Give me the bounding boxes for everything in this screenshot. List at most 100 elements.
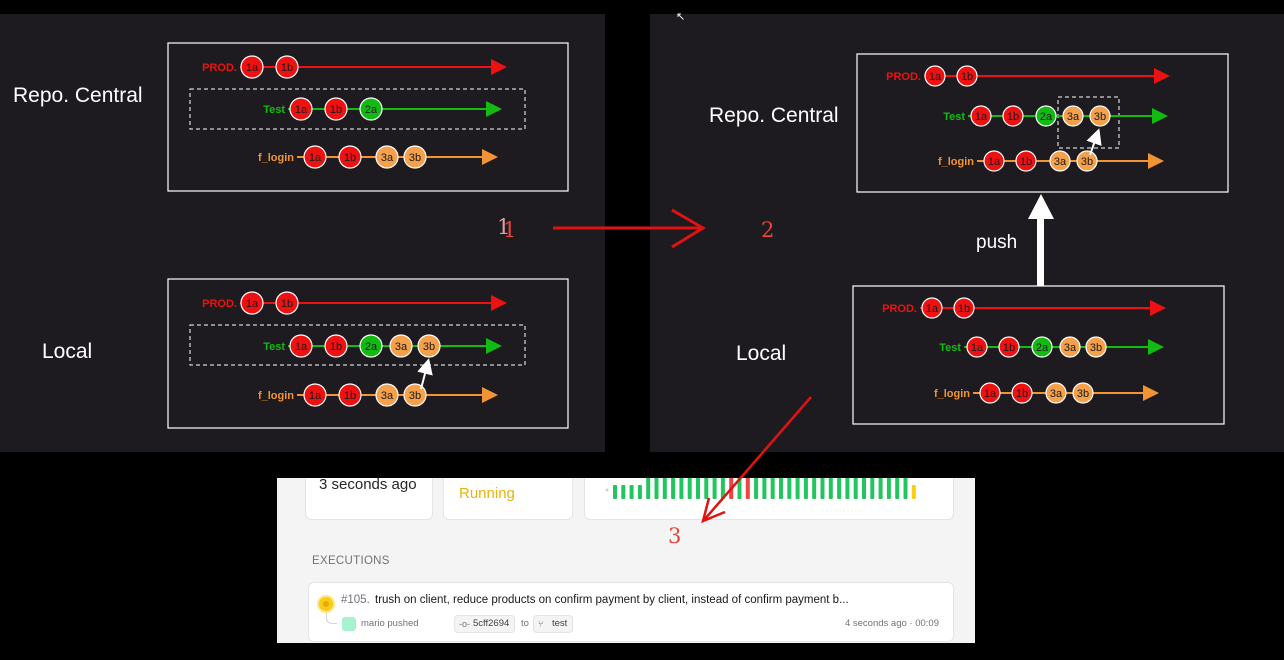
repo-central-label: Repo. Central [709,104,839,127]
branch-label-prod: PROD. [886,71,921,83]
commit-circle [921,297,943,319]
execution-number: #105. [341,594,370,606]
commit-label: 1b [281,298,293,310]
history-bar [762,478,767,499]
commit-label: 3b [423,341,435,353]
commit-label: 1a [295,341,308,353]
commit-node: 3b [1089,105,1111,127]
branch-label-f_login: f_login [258,152,294,164]
commit-circle [1062,105,1084,127]
commit-circle [1002,105,1024,127]
commit-circle [956,65,978,87]
step-2-label: 2 [761,218,775,242]
history-bar [795,478,800,499]
commit-node: 3b [403,383,427,407]
commit-label: 3a [395,341,408,353]
history-bar [886,478,891,499]
commit-node: 3a [375,383,399,407]
status-card: Running [443,478,573,520]
commit-node: 1a [924,65,946,87]
commit-circle [403,383,427,407]
last-run-time: 3 seconds ago [319,478,417,493]
commit-circle [1089,105,1111,127]
commit-node: 1b [1015,150,1037,172]
history-bars [605,478,916,499]
commit-node: 3b [1076,150,1098,172]
commit-chip[interactable]: -o- 5cff2694 [454,615,516,633]
history-bar [770,478,775,499]
commit-node: 3a [1062,105,1084,127]
commit-node: 3a [1049,150,1071,172]
history-bar [837,478,842,499]
step-1-ghost: 1 [497,215,511,239]
commit-label: 1a [975,111,988,123]
cursor-icon: ↖ [676,11,686,23]
execution-message[interactable]: trush on client, reduce products on conf… [375,594,849,606]
executions-heading: EXECUTIONS [312,555,390,567]
history-bar [679,478,684,499]
history-bar [720,478,725,499]
commit-node: 1a [921,297,943,319]
commit-circle [1059,336,1081,358]
branch-name: test [552,618,568,629]
commit-label: 3b [1081,156,1093,168]
merge-arrow [417,358,433,390]
commit-label: 2a [365,341,378,353]
history-bar [862,478,866,499]
separator: · [909,618,913,629]
commit-node: 2a [1031,336,1053,358]
history-bar [696,478,700,499]
branch-chip[interactable]: ⑂ test [533,615,574,633]
commit-label: 3a [381,152,394,164]
commit-circle [338,383,362,407]
commit-node: 1a [970,105,992,127]
commit-label: 1b [344,390,356,402]
history-bar [646,478,651,499]
commit-circle [966,336,988,358]
commit-node: 1b [338,145,362,169]
commit-label: 2a [365,104,378,116]
commit-circle [417,334,441,358]
commit-circle [359,97,383,121]
commit-node: 1b [275,291,299,315]
push-arrow-shaft [1037,215,1044,286]
commit-circle [240,291,264,315]
commit-label: 1b [958,303,970,315]
history-bar [654,478,659,499]
execution-row[interactable]: #105. trush on client, reduce products o… [308,582,954,642]
history-bar [754,478,759,499]
left-diagram-panel: Repo. Central Local [0,14,605,452]
commit-label: 1b [344,152,356,164]
commit-circle [1045,382,1067,404]
running-status-icon [317,595,335,613]
commit-circle [303,145,327,169]
commit-node: 1b [956,65,978,87]
connector-line [326,613,337,624]
ci-arrow-head [701,497,726,524]
commit-label: 1a [984,388,997,400]
commit-circle [289,334,313,358]
commit-node: 1a [303,383,327,407]
commit-node: 1a [289,334,313,358]
commit-node: 2a [1035,105,1057,127]
history-bar [895,478,900,499]
branch-label-f_login: f_login [258,390,294,402]
commit-node: 1b [1002,105,1024,127]
status-value: Running [459,485,515,502]
commit-label: 1a [971,342,984,354]
commit-label: 3b [1077,388,1089,400]
to-label: to [521,618,529,629]
history-bar [820,478,825,499]
commit-node: 3a [389,334,413,358]
bar-start-dot [605,488,609,492]
history-bar [737,478,742,499]
commit-label: 2a [1040,111,1053,123]
commit-circle [275,55,299,79]
commit-node: 3a [1059,336,1081,358]
commit-node: 1a [240,291,264,315]
commit-circle [289,97,313,121]
branch-label-f_login: f_login [938,156,974,168]
commit-node: 1b [275,55,299,79]
duration: 00:09 [915,618,939,629]
